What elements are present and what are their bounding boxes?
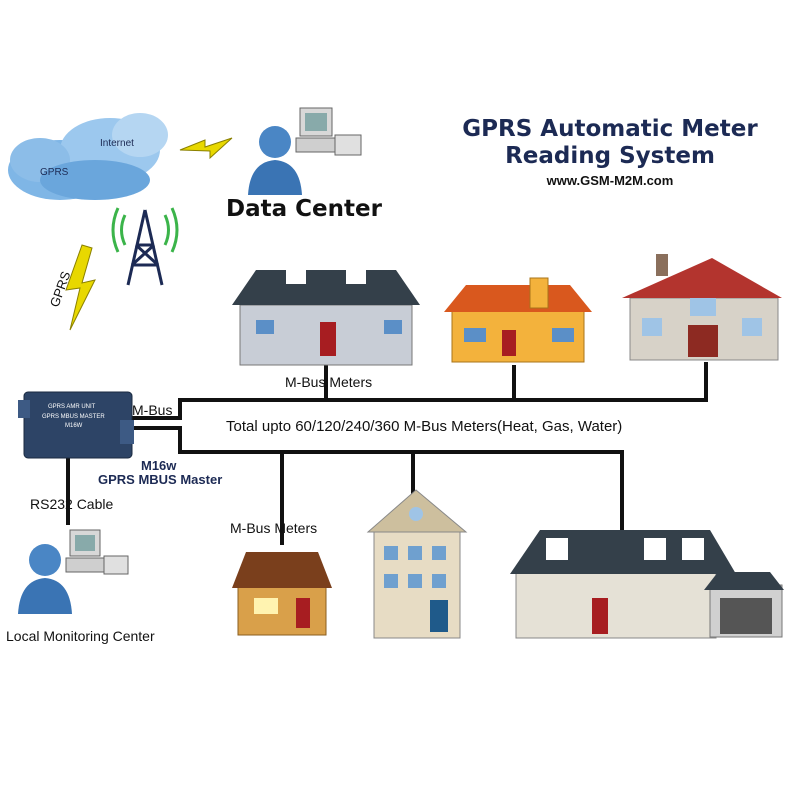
device-face-line3: M16W <box>65 423 83 429</box>
diagram-title: GPRS Automatic Meter Reading System <box>440 116 780 170</box>
data-center-label: Data Center <box>226 196 382 222</box>
bus-capacity-text: Total upto 60/120/240/360 M-Bus Meters(H… <box>226 418 623 435</box>
house-icon <box>366 489 468 639</box>
local-monitoring-label: Local Monitoring Center <box>6 628 155 644</box>
cloud-gprs-label: GPRS <box>40 167 69 178</box>
house-icon <box>444 277 592 363</box>
antenna-tower-icon <box>111 207 179 286</box>
data-center-icon <box>248 107 362 195</box>
device-face-line2: GPRS MBUS MASTER <box>42 414 105 420</box>
lightning-icon <box>179 137 233 160</box>
website-url: www.GSM-M2M.com <box>546 173 674 188</box>
local-monitoring-icon <box>18 529 129 614</box>
lightning-icon <box>65 244 96 331</box>
title-line-2: Reading System <box>505 143 715 169</box>
house-icon <box>232 552 332 636</box>
device-face-line1: GPRS AMR UNIT <box>48 404 96 410</box>
mbus-master-device-icon <box>18 391 134 459</box>
rs232-cable-label: RS232 Cable <box>30 496 114 512</box>
house-icon <box>232 262 420 366</box>
title-line-1: GPRS Automatic Meter <box>462 116 758 142</box>
house-icon <box>622 254 782 361</box>
device-model-label: M16w <box>141 458 177 473</box>
cloud-icon <box>8 113 168 200</box>
mbus-meters-bottom-label: M-Bus Meters <box>230 520 318 536</box>
mbus-wiring <box>66 362 708 545</box>
house-icon <box>510 530 784 639</box>
device-name-label: GPRS MBUS Master <box>98 472 223 487</box>
mbus-label: M-Bus <box>132 402 173 418</box>
cloud-internet-label: Internet <box>100 138 134 149</box>
mbus-meters-top-label: M-Bus Meters <box>285 374 373 390</box>
